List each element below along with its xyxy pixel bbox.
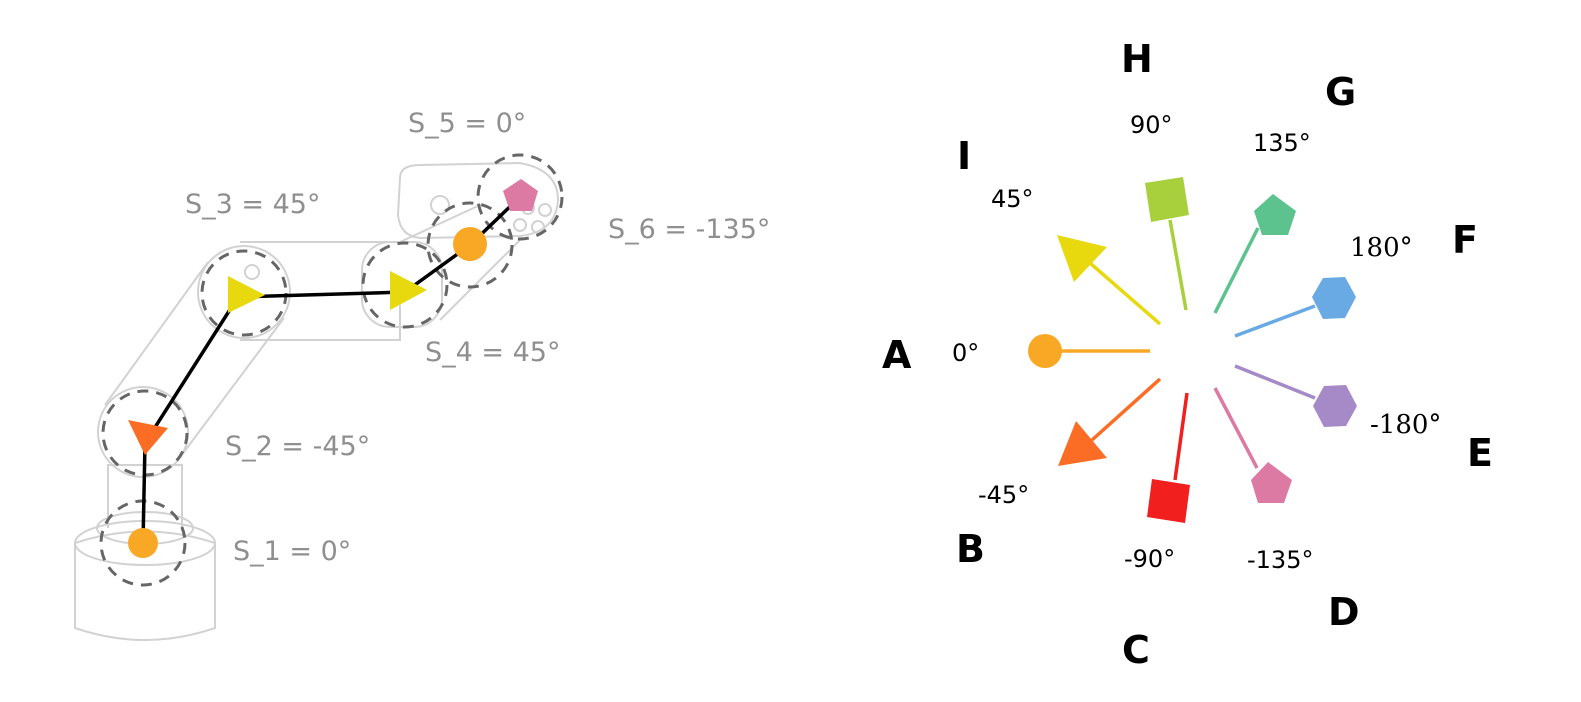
arm-end-hole-4 [538, 203, 552, 217]
square-icon [1145, 177, 1189, 222]
arm-end-hole-1 [430, 195, 450, 215]
direction-ray [1090, 377, 1162, 442]
direction-letter-h: H [1121, 37, 1153, 81]
direction-letter-c: C [1122, 628, 1150, 672]
direction-letter-d: D [1328, 590, 1360, 634]
direction-h: H 90° [1121, 37, 1189, 311]
direction-ray [1234, 364, 1316, 400]
hexagon-icon [1313, 385, 1357, 427]
direction-angle-g: 135° [1253, 129, 1311, 157]
servo-label-s6: S_6 = -135° [608, 214, 770, 245]
direction-a: A 0° [882, 333, 1150, 377]
direction-f: F 180° [1234, 218, 1478, 338]
direction-legend: A 0° B -45° C -90° D -135° E [882, 37, 1493, 672]
direction-g: G 135° [1213, 70, 1356, 314]
direction-letter-a: A [882, 333, 912, 377]
direction-ray [1168, 219, 1188, 311]
direction-letter-e: E [1467, 431, 1493, 475]
direction-angle-i: 45° [991, 185, 1034, 213]
arm-end-hole-2 [513, 218, 527, 232]
circle-icon [453, 227, 487, 261]
hexagon-icon [1312, 277, 1356, 319]
direction-ray [1173, 392, 1189, 481]
direction-angle-a: 0° [952, 339, 979, 367]
direction-letter-f: F [1452, 218, 1478, 262]
direction-angle-c: -90° [1124, 545, 1175, 573]
direction-c: C -90° [1122, 392, 1190, 672]
circle-icon [128, 528, 158, 558]
direction-b: B -45° [956, 377, 1162, 571]
direction-angle-d: -135° [1247, 546, 1313, 574]
arm-end-housing [396, 161, 560, 240]
arm-end-hole-3 [531, 220, 545, 234]
triangle-icon [390, 271, 427, 310]
triangle-icon [228, 276, 265, 313]
joint-ring-s6 [476, 153, 564, 241]
pentagon-icon [1251, 462, 1292, 503]
arm-outline-drawing [74, 161, 560, 641]
servo-labels: S_1 = 0° S_2 = -45° S_3 = 45° S_4 = 45° … [185, 108, 770, 567]
direction-ray [1213, 227, 1260, 314]
direction-angle-h: 90° [1130, 111, 1173, 139]
joint-rings [99, 153, 564, 587]
pentagon-icon [503, 179, 538, 211]
servo-label-s5: S_5 = 0° [408, 108, 526, 139]
arm-base [74, 530, 216, 641]
joint-ring-s3 [200, 249, 288, 337]
arrowhead-icon [1058, 421, 1107, 466]
direction-ray [1088, 261, 1162, 326]
joint-ring-s4 [361, 241, 449, 329]
servo-label-s2: S_2 = -45° [225, 431, 370, 462]
direction-ray [1213, 387, 1259, 469]
servo-label-s3: S_3 = 45° [185, 189, 320, 220]
arm-wrist-link [399, 204, 521, 321]
servo-label-s4: S_4 = 45° [425, 337, 560, 368]
arm-upper-segment [104, 261, 285, 461]
pentagon-icon [1254, 194, 1296, 235]
direction-angle-b: -45° [978, 481, 1029, 509]
direction-angle-e: -180° [1370, 410, 1441, 440]
servo-label-s1: S_1 = 0° [233, 536, 351, 567]
direction-ray [1234, 304, 1316, 338]
robot-arm: S_1 = 0° S_2 = -45° S_3 = 45° S_4 = 45° … [74, 108, 770, 641]
square-icon [1147, 479, 1190, 523]
direction-angle-f: 180° [1350, 233, 1413, 263]
arm-shoulder-detail [244, 264, 260, 280]
direction-d: D -135° [1213, 387, 1360, 634]
direction-e: E -180° [1234, 364, 1493, 475]
arm-forearm-segment [240, 241, 410, 341]
triangle-icon [128, 420, 168, 455]
joint-ring-s5 [426, 201, 514, 289]
circle-icon [1028, 334, 1062, 368]
direction-letter-i: I [957, 134, 971, 178]
arrowhead-icon [1057, 235, 1107, 282]
direction-letter-g: G [1325, 70, 1356, 114]
direction-letter-b: B [956, 527, 985, 571]
arm-shoulder-housing [197, 245, 291, 339]
joint-markers [128, 179, 538, 558]
direction-i: I 45° [957, 134, 1162, 326]
